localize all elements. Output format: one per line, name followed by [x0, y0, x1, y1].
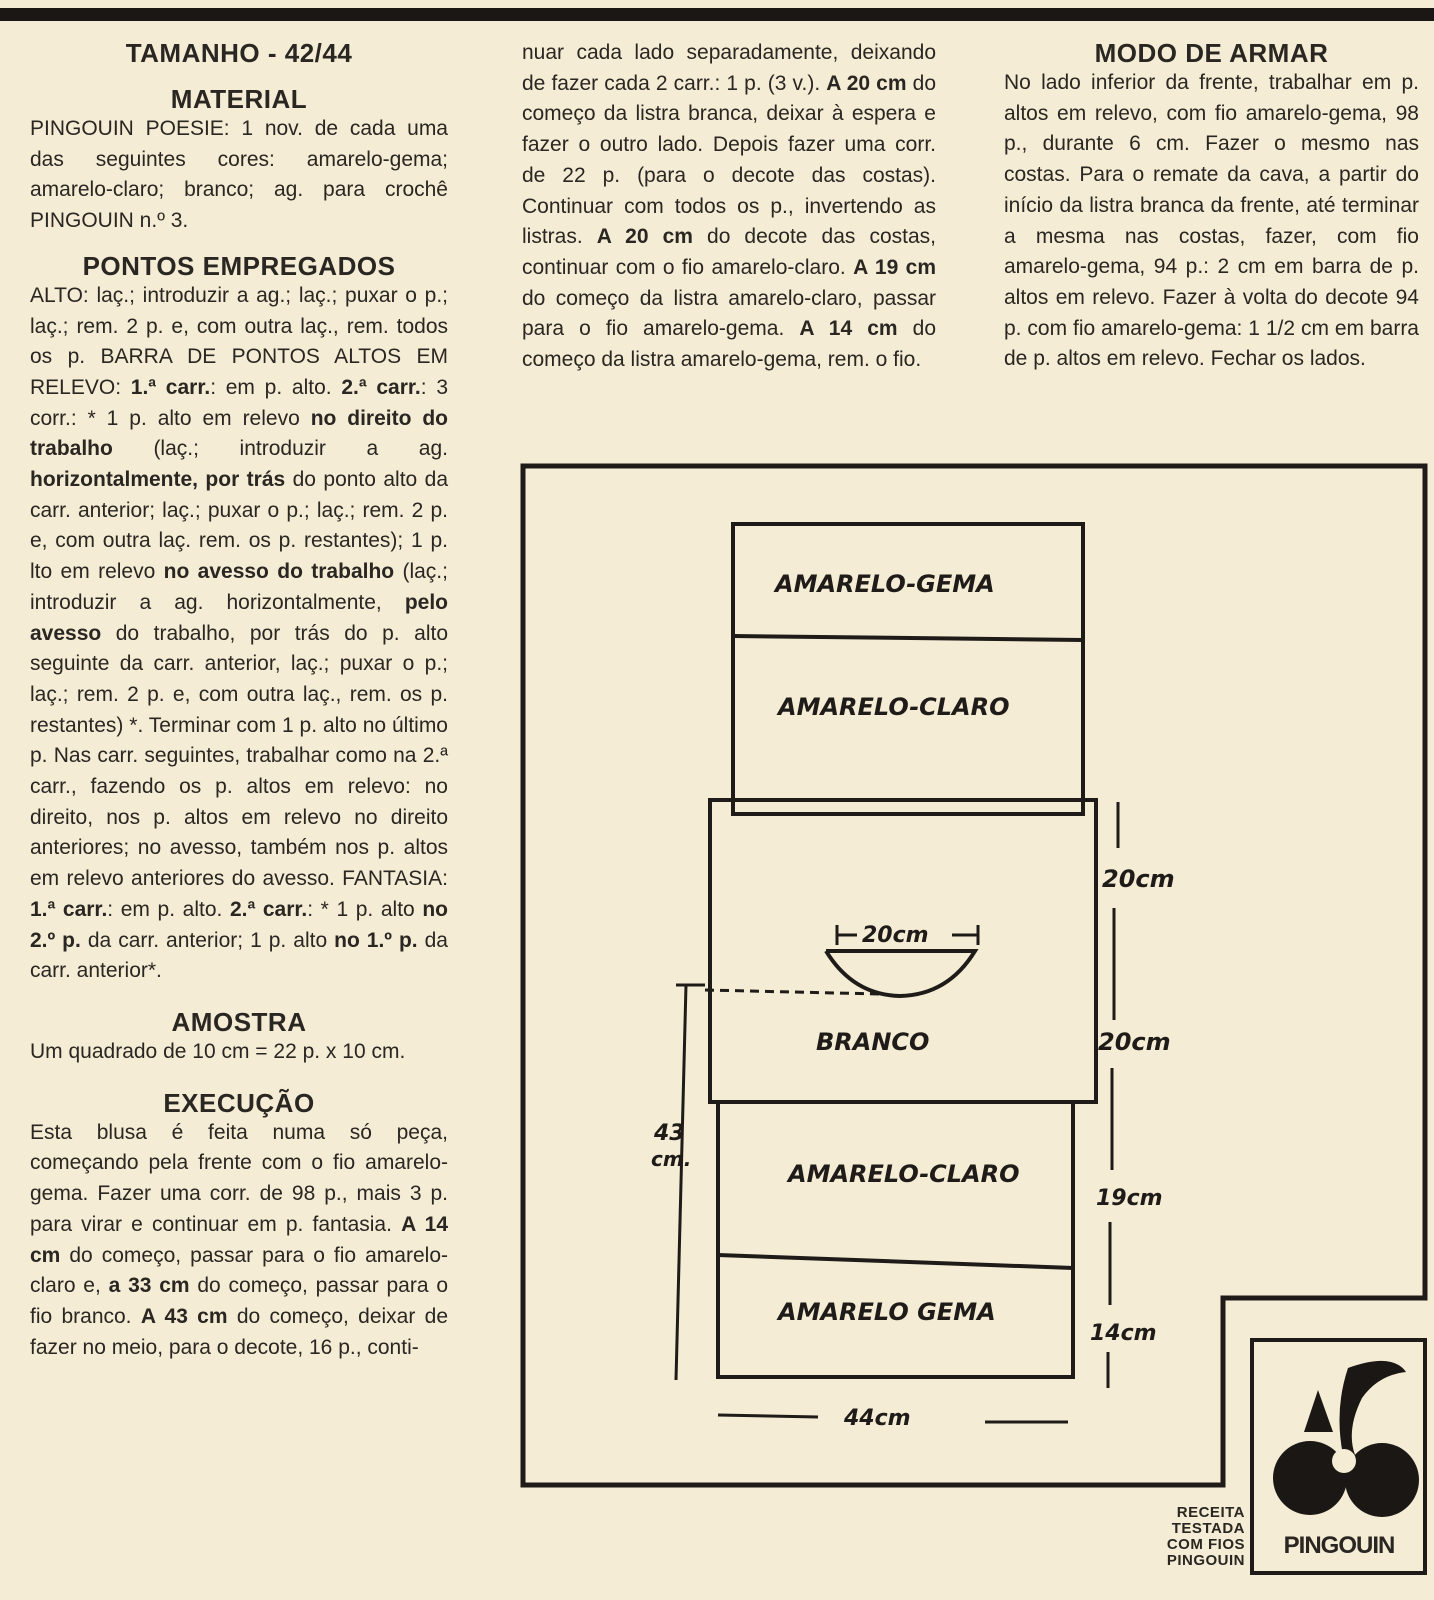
- text-run: da carr. anterior; 1 p. alto: [80, 928, 335, 952]
- text-run: do ponto alto da carr. anterior; laç.; p…: [30, 468, 449, 584]
- middle-panel: [708, 798, 1098, 1104]
- text-run: : 3 corr.: * 1 p. alto em relevo: [30, 375, 448, 430]
- column-middle: nuar cada lado separadamente, deixando d…: [522, 38, 936, 376]
- stitches-heading: PONTOS EMPREGADOS: [82, 250, 396, 281]
- width-dim-line-left: [717, 1413, 819, 1419]
- text-run: 2.ª carr.: [341, 375, 421, 399]
- text-run: no 1.º p.: [334, 928, 418, 952]
- bottom-panel: [716, 1100, 1075, 1379]
- text-run: ALTO: laç.; introduzir a ag.; laç.; puxa…: [30, 283, 448, 399]
- text-run: do começo da listra branca, deixar à esp…: [522, 71, 936, 249]
- text-run: A 20 cm: [596, 225, 693, 249]
- top-rule: [0, 8, 1434, 21]
- execution-text: Esta blusa é feita numa só peça, começan…: [30, 1118, 448, 1364]
- brand-name: PINGOUIN: [1283, 1532, 1396, 1559]
- dim-width: 44cm: [843, 1406, 911, 1431]
- receita-line-3: COM FIOS: [1166, 1536, 1245, 1553]
- text-run: 1.ª carr.: [30, 897, 108, 921]
- dim-height-unit: cm.: [651, 1147, 691, 1171]
- material-heading: MATERIAL: [170, 84, 308, 114]
- text-run: do decote das costas, continuar com o fi…: [522, 225, 936, 279]
- text-run: da carr. anterior*.: [30, 928, 448, 983]
- stitches-text: ALTO: laç.; introduzir a ag.; laç.; puxa…: [30, 281, 448, 987]
- text-run: do começo, passar para o fio amarelo-cla…: [30, 1243, 448, 1298]
- text-run: do começo da listra amarelo-gema, rem. o…: [522, 317, 936, 372]
- text-run: A 43 cm: [140, 1304, 228, 1328]
- text-run: do começo, passar para o fio branco.: [30, 1274, 449, 1328]
- size-heading: TAMANHO - 42/44: [125, 38, 353, 68]
- text-run: (laç.; introduzir a ag.: [112, 437, 448, 461]
- text-run: A 14 cm: [799, 317, 898, 341]
- text-run: do trabalho, por trás do p. alto seguint…: [30, 621, 448, 891]
- text-run: (laç.; introduzir a ag. horizontalmente,: [30, 560, 448, 614]
- text-run: : em p. alto.: [210, 375, 342, 399]
- tested-recipe-note: RECEITA TESTADA COM FIOS PINGOUIN: [1150, 1505, 1245, 1569]
- label-bottom-claro: AMARELO-CLARO: [786, 1160, 1020, 1188]
- text-run: A 19 cm: [853, 255, 936, 279]
- text-run: 1.ª carr.: [130, 375, 211, 399]
- dim-19: 19cm: [1096, 1186, 1163, 1211]
- diagram-frame: [520, 463, 1428, 1488]
- text-run: a 33 cm: [108, 1274, 190, 1298]
- text-run: no 2.º p.: [30, 897, 449, 952]
- assembly-text: No lado inferior da frente, trabalhar em…: [1004, 71, 1419, 371]
- dim-lower-20: 20cm: [1098, 1028, 1171, 1056]
- neck-dashed-line: [704, 988, 881, 996]
- material-text: PINGOUIN POESIE: 1 nov. de cada uma das …: [30, 117, 448, 233]
- text-run: do começo da listra amarelo-claro, passa…: [522, 286, 936, 341]
- text-run: A 20 cm: [826, 71, 907, 95]
- text-run: no direito do trabalho: [30, 406, 448, 461]
- text-run: pelo avesso: [30, 590, 448, 645]
- label-bottom-gema: AMARELO GEMA: [776, 1298, 996, 1326]
- height-dim-line: [674, 984, 688, 1381]
- pingouin-logo-icon: [1273, 1360, 1419, 1517]
- label-top-claro: AMARELO-CLARO: [776, 693, 1010, 721]
- text-run: nuar cada lado separadamente, deixando d…: [522, 41, 936, 95]
- text-run: do começo, deixar de fazer no meio, para…: [30, 1304, 448, 1359]
- execution-heading: EXECUÇÃO: [163, 1087, 315, 1118]
- bottom-divider: [717, 1253, 1074, 1270]
- top-panel: [731, 522, 1085, 816]
- column-left: TAMANHO - 42/44 MATERIAL PINGOUIN POESIE…: [30, 38, 448, 1363]
- receita-line-4: PINGOUIN: [1166, 1552, 1245, 1569]
- dim-14: 14cm: [1090, 1321, 1157, 1346]
- gauge-heading: AMOSTRA: [171, 1006, 307, 1037]
- text-run: no avesso do trabalho: [163, 560, 395, 584]
- text-run: A 14 cm: [30, 1212, 448, 1267]
- dim-neck: 20cm: [862, 923, 929, 948]
- text-run: Esta blusa é feita numa só peça, começan…: [30, 1120, 448, 1236]
- column-right: MODO DE ARMAR No lado inferior da frente…: [1004, 38, 1419, 375]
- top-divider: [732, 634, 1084, 642]
- label-branco: BRANCO: [816, 1028, 929, 1056]
- text-run: : * 1 p. alto: [307, 897, 423, 921]
- text-run: : em p. alto.: [107, 897, 230, 921]
- execution-continued-text: nuar cada lado separadamente, deixando d…: [522, 38, 936, 376]
- neckline: [824, 949, 979, 999]
- text-run: 2.ª carr.: [229, 897, 308, 921]
- assembly-heading: MODO DE ARMAR: [1094, 38, 1329, 68]
- dim-upper-20: 20cm: [1102, 865, 1175, 893]
- dim-height-number: 43: [653, 1121, 685, 1146]
- label-top-gema: AMARELO-GEMA: [773, 570, 995, 598]
- receita-line-1: RECEITA: [1176, 1504, 1245, 1521]
- receita-line-2: TESTADA: [1171, 1520, 1245, 1537]
- gauge-text: Um quadrado de 10 cm = 22 p. x 10 cm.: [30, 1039, 406, 1063]
- text-run: horizontalmente, por trás: [30, 468, 286, 492]
